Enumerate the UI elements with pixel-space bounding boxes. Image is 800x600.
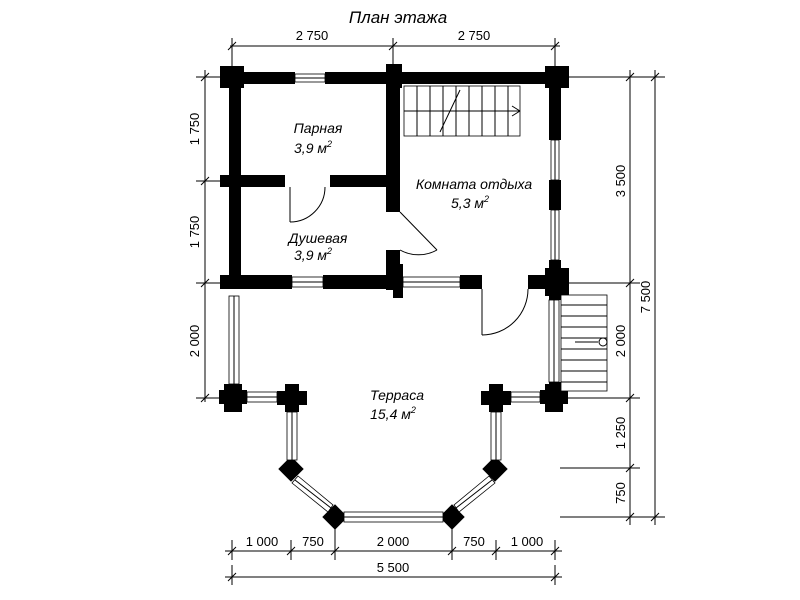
dim-bottom-1: 1 000 (246, 534, 279, 549)
room-terrasa-name: Терраса (370, 387, 424, 403)
dim-top-2: 2 750 (458, 28, 491, 43)
room-labels: Парная 3,9 м2 Душевая 3,9 м2 Комната отд… (287, 120, 533, 422)
dim-top-1: 2 750 (296, 28, 329, 43)
dim-bottom-4: 750 (463, 534, 485, 549)
windows (228, 73, 560, 523)
dim-bottom-3: 2 000 (377, 534, 410, 549)
room-parnaya-area: 3,9 м2 (294, 139, 332, 156)
dim-right-1: 3 500 (613, 165, 628, 198)
dim-left-3: 2 000 (187, 325, 202, 358)
dim-left-2: 1 750 (187, 216, 202, 249)
dimension-labels: 2 750 2 750 1 750 1 750 2 000 3 500 2 00… (187, 28, 653, 575)
room-komnata-name: Комната отдыха (416, 176, 532, 192)
stairs-interior (403, 85, 521, 137)
dim-right-4: 750 (613, 482, 628, 504)
dimension-lines (196, 38, 665, 585)
walls (219, 64, 569, 530)
dim-right-3: 1 250 (613, 417, 628, 450)
stairs-exterior (560, 294, 608, 392)
plan-title: План этажа (349, 8, 447, 27)
room-terrasa-area: 15,4 м2 (370, 405, 416, 422)
dim-right-2: 2 000 (613, 325, 628, 358)
doors (289, 186, 529, 336)
dim-bottom-5: 1 000 (511, 534, 544, 549)
dim-right-total: 7 500 (638, 281, 653, 314)
room-parnaya-name: Парная (294, 120, 343, 136)
room-dush-name: Душевая (287, 230, 348, 246)
dim-left-1: 1 750 (187, 113, 202, 146)
room-komnata-area: 5,3 м2 (451, 194, 489, 211)
dim-bottom-total: 5 500 (377, 560, 410, 575)
room-dush-area: 3,9 м2 (294, 246, 332, 263)
dim-bottom-2: 750 (302, 534, 324, 549)
